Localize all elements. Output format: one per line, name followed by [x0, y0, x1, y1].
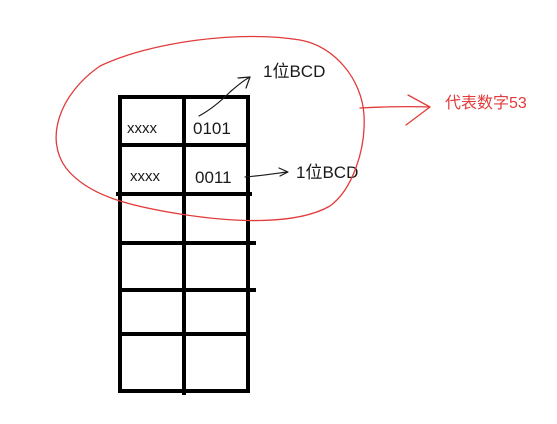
- cell-row2-right: 0011: [195, 168, 232, 187]
- arrow-to-side-label: [244, 167, 289, 178]
- arrow-to-top-label: [198, 76, 251, 117]
- highlight-ellipse: [55, 35, 365, 222]
- memory-table: [116, 95, 256, 395]
- cell-row2-left: xxxx: [130, 168, 161, 185]
- cell-row1-right: 0101: [193, 119, 231, 138]
- result-label: 代表数字53: [445, 94, 527, 112]
- top-bcd-label: 1位BCD: [263, 62, 325, 81]
- arrow-to-result: [359, 94, 431, 126]
- side-bcd-label: 1位BCD: [296, 163, 358, 182]
- cell-row1-left: xxxx: [127, 120, 158, 137]
